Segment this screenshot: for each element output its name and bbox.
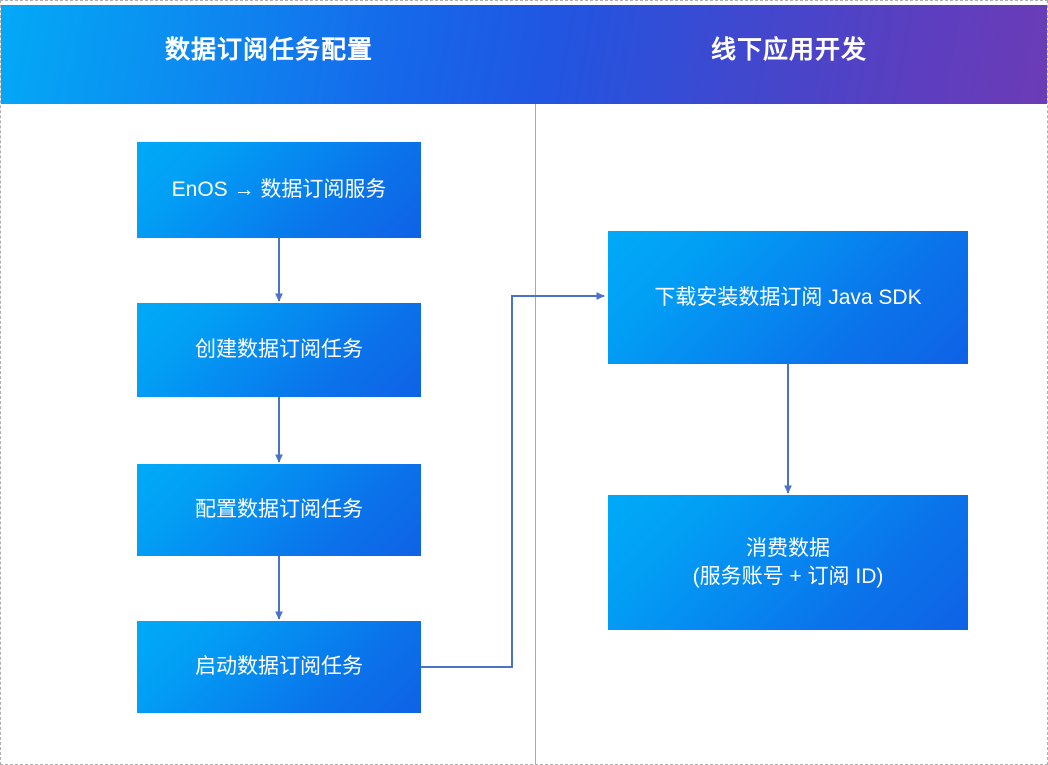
node-label: 下载安装数据订阅 Java SDK [654, 285, 922, 309]
node-consume-data[interactable]: 消费数据 (服务账号 + 订阅 ID) [608, 495, 968, 630]
node-label: 配置数据订阅任务 [195, 498, 363, 522]
header-title-right: 线下应用开发 [710, 36, 867, 64]
column-divider [535, 104, 536, 764]
node-enos-data-subscription-service[interactable]: EnOS → 数据订阅服务 [137, 142, 421, 238]
connector-start-to-sdk [421, 292, 605, 668]
header-title-left: 数据订阅任务配置 [164, 36, 373, 64]
node-label: 启动数据订阅任务 [195, 655, 363, 679]
node-label: 创建数据订阅任务 [195, 338, 363, 362]
node-configure-subscription-task[interactable]: 配置数据订阅任务 [137, 464, 421, 556]
node-create-subscription-task[interactable]: 创建数据订阅任务 [137, 303, 421, 397]
node-start-subscription-task[interactable]: 启动数据订阅任务 [137, 621, 421, 713]
header-band [1, 5, 1047, 104]
node-download-install-java-sdk[interactable]: 下载安装数据订阅 Java SDK [608, 231, 968, 364]
node-label: 消费数据 (服务账号 + 订阅 ID) [692, 536, 884, 588]
node-label: EnOS → 数据订阅服务 [171, 178, 387, 202]
